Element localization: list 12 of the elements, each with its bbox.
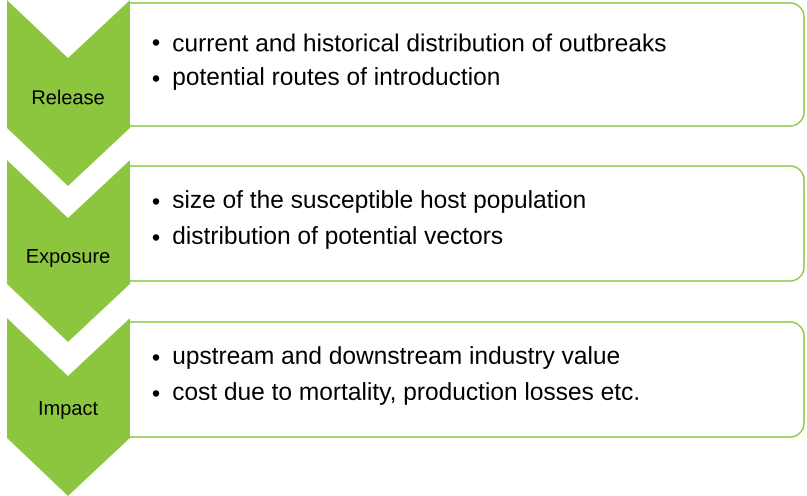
- step-banner: Exposure: [7, 160, 130, 342]
- node-label: current and historical distribution of outbreaks: [173, 34, 666, 52]
- node-label: potential routes of introduction: [174, 67, 499, 90]
- step-banner: Release: [7, 0, 130, 186]
- node-label: cost due to mortality, production losses etc.: [173, 382, 638, 405]
- node-label: distribution of potential vectors: [173, 226, 502, 249]
- node-label: size of the susceptible host population: [172, 190, 585, 213]
- text-box: upstream and downstream industry value cost due to mortality, production losses etc.: [130, 321, 805, 438]
- node-label: upstream and downstream industry value: [174, 346, 620, 369]
- text-box: size of the susceptible host population distribution of potential vectors: [130, 165, 805, 282]
- step-banner: Impact: [7, 318, 130, 496]
- text-box: current and historical distribution of outbreaks potential routes of introduction: [130, 2, 805, 127]
